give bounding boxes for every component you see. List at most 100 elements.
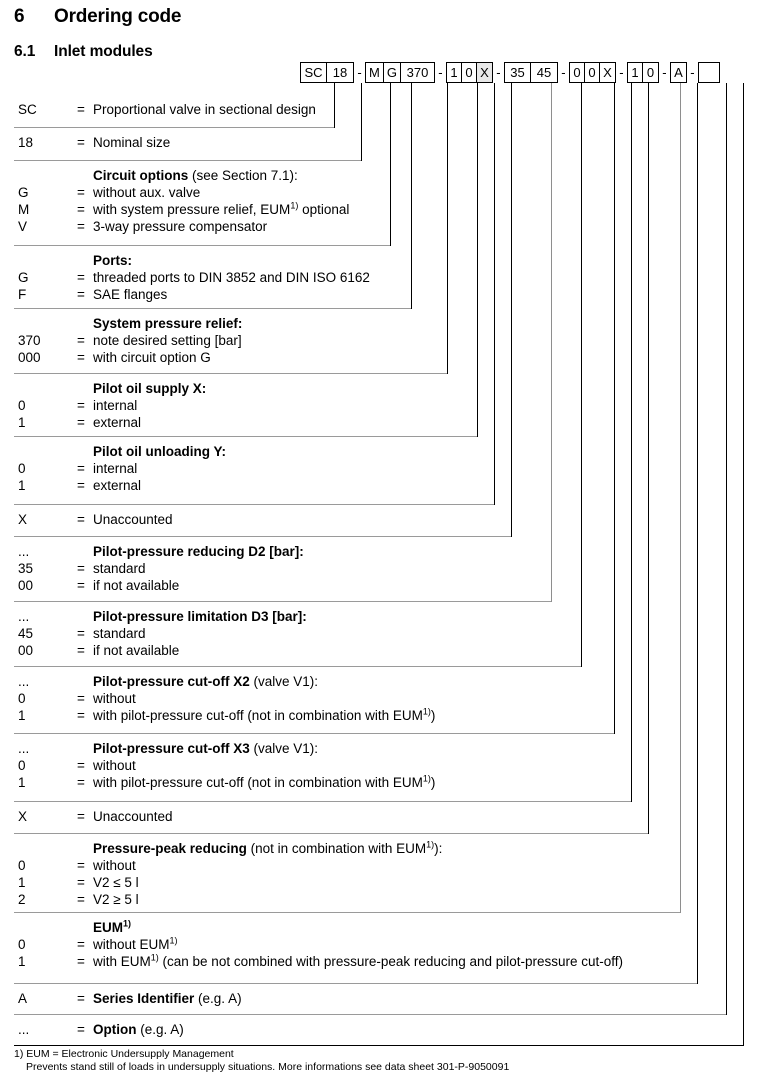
connector-line <box>511 83 512 537</box>
code-cell[interactable]: 35 <box>504 63 531 82</box>
legend-description: SAE flanges <box>93 287 167 302</box>
legend-equals: = <box>77 478 85 493</box>
connector-line <box>726 83 727 1015</box>
legend-row-nominal-size: 18=Nominal size <box>14 132 361 161</box>
legend-equals: = <box>77 937 85 952</box>
connector-line <box>390 83 391 246</box>
code-cell[interactable]: 18 <box>327 63 353 82</box>
legend-equals: = <box>77 270 85 285</box>
legend-description: with circuit option G <box>93 350 211 365</box>
footnote-marker: 1) <box>123 918 132 929</box>
legend-description-main: without aux. valve <box>93 185 201 200</box>
legend-code: ... <box>18 741 30 756</box>
legend-description-main: Pilot oil unloading Y: <box>93 444 226 459</box>
legend-description-note: (valve V1): <box>249 741 319 756</box>
code-separator: - <box>690 65 695 80</box>
legend-code: X <box>18 809 28 824</box>
code-cell[interactable]: 370 <box>400 63 434 82</box>
code-cell[interactable]: 0 <box>584 63 600 82</box>
legend-code: 0 <box>18 937 26 952</box>
legend-description-main: System pressure relief: <box>93 316 243 331</box>
footnote: 1) EUM = Electronic Undersupply Manageme… <box>14 1048 754 1074</box>
code-cell[interactable]: 0 <box>642 63 658 82</box>
legend-code: 1 <box>18 954 26 969</box>
legend-description-main: EUM <box>93 920 123 935</box>
legend-description-main: Series Identifier <box>93 991 195 1006</box>
legend-description-tail: ) <box>430 708 436 723</box>
legend-description: if not available <box>93 578 179 593</box>
code-cell[interactable]: SC <box>301 63 327 82</box>
code-cell[interactable]: 0 <box>461 63 477 82</box>
legend-description: external <box>93 478 141 493</box>
code-cell[interactable]: 0 <box>569 63 585 82</box>
legend-description: with pilot-pressure cut-off (not in comb… <box>93 706 436 723</box>
legend-row-system-pressure-relief: System pressure relief:370=note desired … <box>14 313 447 374</box>
legend-equals: = <box>77 708 85 723</box>
legend-description-main: V2 ≤ 5 l <box>93 875 139 890</box>
legend-description-main: Unaccounted <box>93 809 173 824</box>
code-cell[interactable] <box>698 63 719 82</box>
code-cell[interactable]: 1 <box>446 63 462 82</box>
footnote-marker: 1) <box>422 706 431 717</box>
code-group <box>697 62 720 83</box>
legend-row-pilot-pressure-cut-off-x2: ...Pilot-pressure cut-off X2 (valve V1):… <box>14 671 614 734</box>
legend-description-main: Option <box>93 1022 137 1037</box>
legend-code: G <box>18 185 29 200</box>
legend-description-main: Nominal size <box>93 135 171 150</box>
legend-description-main: Proportional valve in sectional design <box>93 102 316 117</box>
legend-equals: = <box>77 991 85 1006</box>
section-number: 6 <box>14 6 25 27</box>
legend-equals: = <box>77 398 85 413</box>
legend-description-main: internal <box>93 461 138 476</box>
legend-description: without <box>93 691 136 706</box>
connector-line <box>411 83 412 309</box>
code-cell[interactable]: X <box>476 63 492 82</box>
code-separator: - <box>496 65 501 80</box>
legend-description: threaded ports to DIN 3852 and DIN ISO 6… <box>93 270 370 285</box>
legend-description: Nominal size <box>93 135 170 150</box>
legend-description: Unaccounted <box>93 809 173 824</box>
code-cell[interactable]: X <box>599 63 615 82</box>
legend-description: Pilot oil unloading Y: <box>93 444 226 459</box>
legend-description: internal <box>93 398 137 413</box>
legend-description-main: V2 ≥ 5 l <box>93 892 139 907</box>
legend-equals: = <box>77 561 85 576</box>
legend-code: G <box>18 270 29 285</box>
legend-description-main: with pilot-pressure cut-off (not in comb… <box>93 708 423 723</box>
legend-code: M <box>18 202 30 217</box>
legend-description: 3-way pressure compensator <box>93 219 267 234</box>
legend-description-note: (e.g. A) <box>136 1022 184 1037</box>
legend-description: with pilot-pressure cut-off (not in comb… <box>93 774 435 790</box>
legend-description-main: note desired setting [bar] <box>93 333 242 348</box>
legend-equals: = <box>77 350 85 365</box>
connector-line <box>614 83 615 734</box>
legend-code: ... <box>18 544 30 559</box>
legend-code: 18 <box>18 135 34 150</box>
legend-description: Pilot-pressure cut-off X2 (valve V1): <box>93 674 318 689</box>
legend-description: internal <box>93 461 137 476</box>
legend-description: without aux. valve <box>93 185 200 200</box>
legend-code: 0 <box>18 858 26 873</box>
code-cell[interactable]: M <box>366 63 384 82</box>
connector-line <box>743 83 744 1046</box>
footnote-line-1: 1) EUM = Electronic Undersupply Manageme… <box>14 1048 234 1060</box>
legend-description-main: Pilot-pressure cut-off X3 <box>93 741 250 756</box>
legend-row-pressure-peak-reducing: Pressure-peak reducing (not in combinati… <box>14 838 680 913</box>
legend-code: ... <box>18 609 30 624</box>
code-cell[interactable]: 1 <box>627 63 643 82</box>
legend-description: V2 ≤ 5 l <box>93 875 139 890</box>
legend-description: without <box>93 758 136 773</box>
legend-equals: = <box>77 775 85 790</box>
connector-line <box>631 83 632 802</box>
code-cell[interactable]: G <box>383 63 401 82</box>
legend-description-main: Circuit options <box>93 168 189 183</box>
legend-code: 1 <box>18 478 26 493</box>
code-cell[interactable]: 45 <box>530 63 557 82</box>
legend-code: 0 <box>18 691 26 706</box>
legend-row-unaccounted-1: X=Unaccounted <box>14 509 511 537</box>
legend-row-option: ...=Option (e.g. A) <box>14 1019 743 1046</box>
code-cell[interactable]: A <box>670 63 686 82</box>
